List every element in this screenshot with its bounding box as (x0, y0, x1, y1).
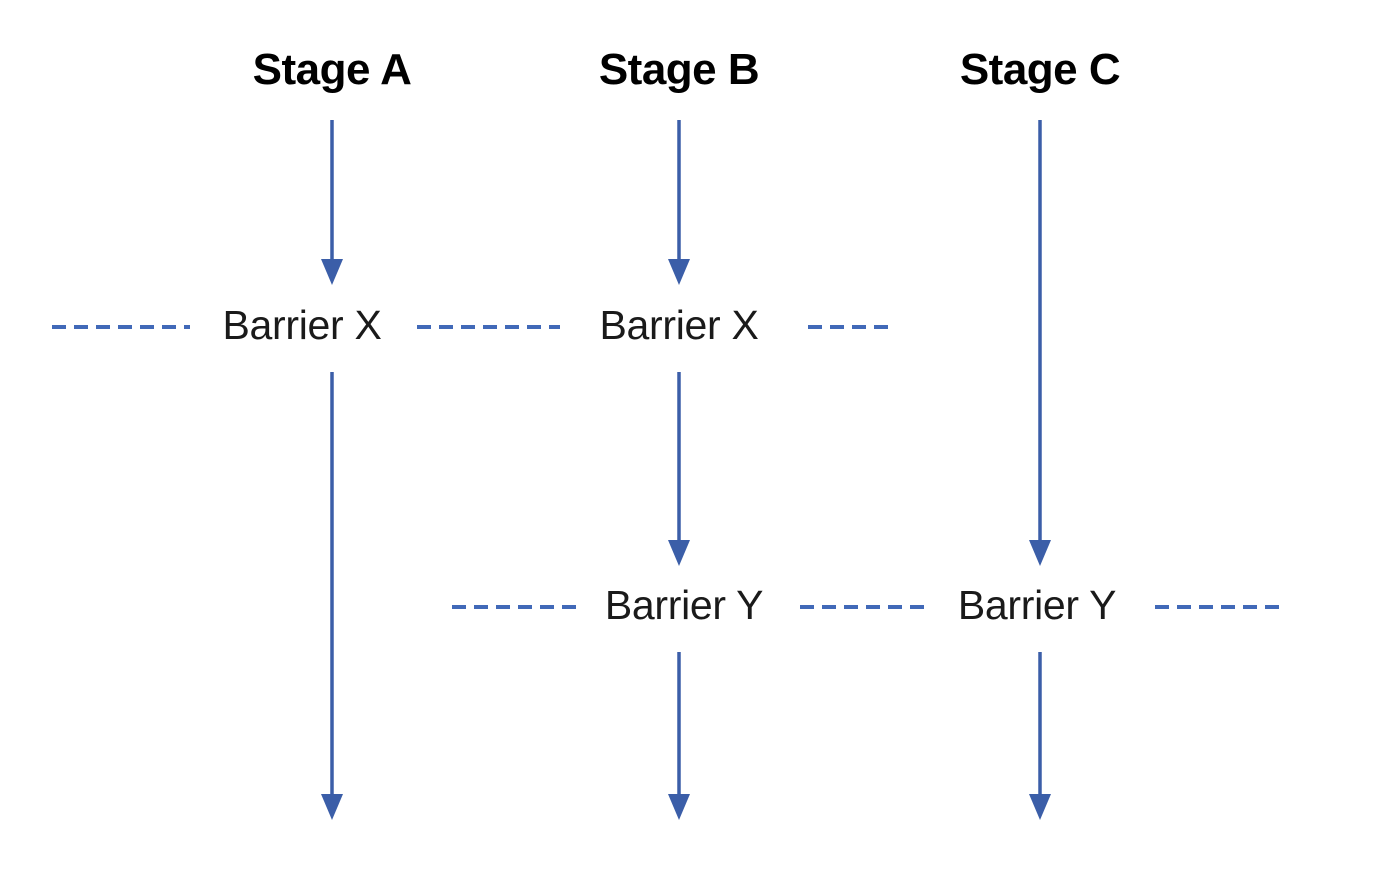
barrier-node-x-stage-b: Barrier X (599, 302, 759, 348)
arrow-barrier-y-c-to-bottom-head-icon (1029, 794, 1051, 820)
stage-label-a: Stage A (252, 45, 412, 94)
arrow-barrier-x-b-to-barrier-y (668, 372, 690, 566)
barrier-node-y-stage-b: Barrier Y (604, 582, 764, 628)
arrow-barrier-x-a-to-bottom-head-icon (321, 794, 343, 820)
arrow-barrier-y-c-to-bottom (1029, 652, 1051, 820)
arrow-stage-c-to-barrier-y-head-icon (1029, 540, 1051, 566)
arrow-stage-a-to-barrier-x (321, 120, 343, 285)
arrow-stage-c-to-barrier-y (1029, 120, 1051, 566)
dashed-links-group (52, 325, 1285, 609)
arrow-stage-a-to-barrier-x-head-icon (321, 259, 343, 285)
arrow-barrier-y-b-to-bottom (668, 652, 690, 820)
stage-label-c: Stage C (959, 45, 1121, 94)
stage-label-b: Stage B (598, 45, 760, 94)
arrow-stage-b-to-barrier-x-head-icon (668, 259, 690, 285)
barrier-node-y-stage-c: Barrier Y (957, 582, 1117, 628)
arrow-barrier-x-a-to-bottom (321, 372, 343, 820)
arrow-barrier-x-b-to-barrier-y-head-icon (668, 540, 690, 566)
barrier-node-x-stage-a: Barrier X (222, 302, 382, 348)
arrows-group (321, 120, 1051, 820)
arrow-barrier-y-b-to-bottom-head-icon (668, 794, 690, 820)
arrow-stage-b-to-barrier-x (668, 120, 690, 285)
